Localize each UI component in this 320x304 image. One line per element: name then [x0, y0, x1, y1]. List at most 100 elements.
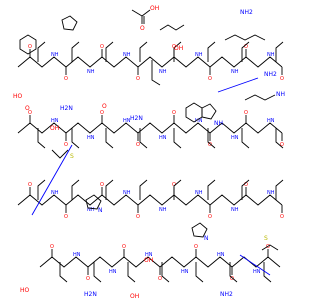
structure-canvas: OH O ONHONHONHONHONHONHONHOOHNOHNOHNOHNO… [13, 5, 285, 300]
side-chain-branch [59, 262, 68, 283]
imidazole-ring-top [61, 15, 78, 31]
label-s-1: S [70, 153, 74, 160]
carbonyl-oxygen-label: O [208, 214, 212, 220]
lysine-chain-right [224, 34, 266, 41]
carbonyl-oxygen-label: O [122, 244, 126, 250]
side-chain-branch [139, 128, 148, 149]
side-chain-branch [263, 262, 272, 283]
backbone-row-1 [17, 122, 283, 134]
imidazole-ring-mid [85, 194, 102, 210]
carbonyl-oxygen-label: O [158, 276, 162, 282]
amide-nh-label: NH [123, 190, 131, 196]
carbonyl-oxygen-label: O [244, 110, 248, 116]
carbonyl-oxygen-label: O [136, 142, 140, 148]
amide-nh-label: NH [159, 207, 167, 213]
amide-nh-label: NH [51, 52, 59, 58]
amide-nh-label: HN [109, 269, 117, 275]
carbonyl-oxygen-label: O [64, 214, 68, 220]
amide-nh-label: HN [181, 269, 189, 275]
carbonyl-oxygen-label: O [100, 44, 104, 50]
carbonyl-oxygen-label: O [28, 110, 32, 116]
amide-nh-label: NH [159, 69, 167, 75]
carbonyl-oxygen-label: O [136, 214, 140, 220]
amide-nh-label: HN [145, 252, 153, 258]
side-chain-branch [241, 179, 250, 200]
amide-nh-label: NH [87, 207, 95, 213]
carbonyl-oxygen-label: O [194, 244, 198, 250]
crosslink-right [239, 254, 271, 276]
side-chain-branch [173, 41, 182, 62]
label-oh-3: OH [50, 125, 59, 132]
amide-nh-label: HN [159, 135, 167, 141]
label-o-2: O [102, 103, 107, 110]
amide-nh-label: NH [267, 190, 275, 196]
carbonyl-oxygen-label: O [136, 76, 140, 82]
side-chain-branch [37, 179, 46, 200]
imidazole-ring-low [191, 222, 208, 238]
acetate-fragment: OH O [131, 5, 159, 32]
acetate-carbonyl-label: O [140, 25, 145, 32]
label-nh2-3: H2N [130, 115, 143, 122]
side-chain-branch [37, 128, 46, 149]
side-chain-branch [241, 128, 250, 149]
carbonyl-oxygen-label: O [208, 142, 212, 148]
acetate-hydroxyl-label: OH [150, 5, 159, 12]
carbonyl-oxygen-label: O [244, 44, 248, 50]
amide-nh-label: NH [195, 52, 203, 58]
amide-nh-label: HN [217, 252, 225, 258]
amide-nh-label: NH [267, 52, 275, 58]
methionine-chain-right [261, 244, 279, 251]
label-oh-5: HO [20, 287, 30, 294]
label-nh2-6: NH2 [220, 291, 233, 298]
backbone-row-0 [17, 56, 283, 68]
side-chains [19, 15, 284, 283]
carbonyl-oxygen-label: O [230, 276, 234, 282]
side-chain-branch [195, 262, 204, 283]
arginine-chain [244, 94, 276, 101]
crosslinks [31, 77, 271, 276]
amide-nh-label: NH [87, 69, 95, 75]
carbonyl-oxygen-label: O [64, 142, 68, 148]
amide-nh-label: HN [231, 135, 239, 141]
amide-nh-label: HN [87, 135, 95, 141]
carbonyl-oxygen-label: O [172, 182, 176, 188]
label-nh2-2: NH2 [240, 9, 253, 16]
label-s-2: S [264, 235, 268, 242]
side-chain-branch [161, 262, 170, 283]
carbonyl-oxygen-label: O [244, 182, 248, 188]
label-oh-6: OH [130, 293, 139, 300]
methionine-chain-left [51, 149, 69, 159]
carbonyl-oxygen-label: O [280, 142, 284, 148]
label-oh-1: HO [13, 93, 23, 100]
side-chain-branch [275, 179, 284, 200]
amide-nh-label: NH [123, 52, 131, 58]
side-chain-branch [71, 179, 80, 200]
side-chain-branch [275, 41, 284, 62]
leucine-chain-top [159, 24, 185, 31]
label-o-1: O [25, 105, 30, 112]
side-chain-branch [105, 41, 114, 62]
indole-ring-b [201, 103, 217, 120]
side-chain-branch [207, 41, 216, 62]
carbonyl-oxygen-label: O [266, 244, 270, 250]
side-chain-branch [105, 179, 114, 200]
amide-nh-label: HN [73, 252, 81, 258]
carbonyl-oxygen-label: O [86, 276, 90, 282]
amide-nh-label: HN [195, 118, 203, 124]
amide-nh-label: NH [51, 190, 59, 196]
label-nh-indole: NH [214, 120, 223, 127]
carbonyl-oxygen-label: O [64, 76, 68, 82]
label-n-ring-2: N [204, 235, 209, 242]
carbonyl-oxygen-label: O [280, 76, 284, 82]
label-nh2-4: NH2 [264, 71, 277, 78]
phenyl-ring [19, 34, 37, 55]
amide-nh-label: NH [231, 69, 239, 75]
side-chain-branch [37, 41, 46, 62]
crosslink-left [31, 144, 73, 216]
side-chain-branch [93, 262, 102, 283]
label-oh-4: OH [144, 257, 153, 264]
side-chain-branch [173, 179, 182, 200]
glutamine-chain [151, 60, 161, 86]
side-chain-branch [207, 128, 216, 149]
side-chain-branch [71, 128, 80, 149]
